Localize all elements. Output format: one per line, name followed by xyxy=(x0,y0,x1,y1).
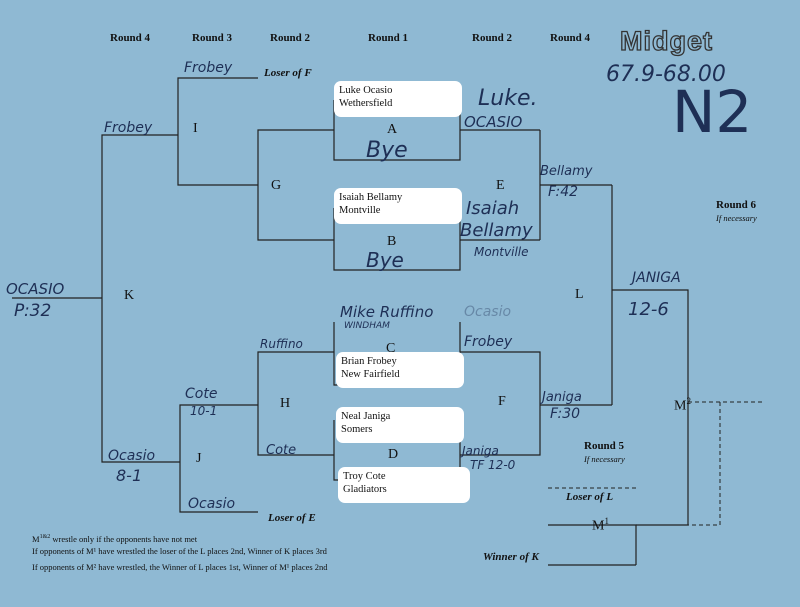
wrestler-box-frobey: Brian Frobey New Fairfield xyxy=(336,352,464,388)
hand-c-team: WINDHAM xyxy=(344,321,390,331)
hand-h-bottom: Cote xyxy=(266,443,297,458)
round5-note: If necessary xyxy=(584,454,625,464)
match-letter-e: E xyxy=(496,178,505,193)
header-round1: Round 1 xyxy=(368,32,409,44)
hand-h-result: 10-1 xyxy=(190,404,218,418)
wrestler-box-ocasio: Luke Ocasio Wethersfield xyxy=(334,81,462,117)
wrestler-team: New Fairfield xyxy=(341,369,400,380)
hand-b-winner-team: Montville xyxy=(474,245,529,259)
page-title: Midget xyxy=(619,25,713,56)
footnote-1: M1&2 wrestle only if the opponents have … xyxy=(32,534,198,544)
header-round2-left: Round 2 xyxy=(270,32,311,44)
header-round3: Round 3 xyxy=(192,32,233,44)
match-letter-d: D xyxy=(388,447,399,462)
hand-l-winner: JANIGA xyxy=(632,270,681,286)
match-letter-i: I xyxy=(193,121,198,136)
wrestler-name: Neal Janiga xyxy=(341,411,391,422)
hand-l-result: 12-6 xyxy=(628,299,669,320)
hand-e-result: F:42 xyxy=(548,184,579,200)
match-letter-g: G xyxy=(271,178,282,193)
weight-class: 67.9-68.00 xyxy=(606,62,726,87)
hand-d-result: TF 12-0 xyxy=(470,458,516,472)
hand-k-result: P:32 xyxy=(14,301,52,321)
match-letter-b: B xyxy=(387,234,397,249)
bracket-code: N2 xyxy=(672,78,753,146)
header-round6: Round 6 xyxy=(716,199,757,211)
match-letter-j: J xyxy=(196,451,202,466)
hand-f-janiga-result: F:30 xyxy=(550,406,581,422)
header-round2-right: Round 2 xyxy=(472,32,513,44)
match-letter-f: F xyxy=(498,394,506,409)
hand-f-janiga: Janiga xyxy=(542,390,582,405)
hand-f-winner: Frobey xyxy=(464,334,513,350)
hand-c-faint: Ocasio xyxy=(464,304,512,320)
hand-j-winner: Ocasio xyxy=(108,448,156,464)
match-letter-a: A xyxy=(387,122,398,137)
label-loser-of-l: Loser of L xyxy=(566,491,614,503)
wrestler-name: Luke Ocasio xyxy=(339,85,393,96)
hand-c-top: Mike Ruffino xyxy=(340,303,434,321)
match-letter-c: C xyxy=(386,341,396,356)
hand-k-winner: OCASIO xyxy=(6,280,65,298)
label-loser-of-f: Loser of F xyxy=(264,67,312,79)
label-winner-of-k: Winner of K xyxy=(483,551,539,563)
hand-h-top: Ruffino xyxy=(260,337,303,351)
hand-a-winner-first: Luke. xyxy=(478,86,538,111)
header-round4-right: Round 4 xyxy=(550,32,591,44)
hand-j-result: 8-1 xyxy=(116,466,143,485)
header-round5: Round 5 xyxy=(584,440,625,452)
wrestler-team: Wethersfield xyxy=(339,98,393,109)
hand-b-winner-first: Isaiah xyxy=(466,198,520,219)
match-letter-k: K xyxy=(124,288,135,303)
footnote-2: If opponents of M¹ have wrestled the los… xyxy=(32,546,327,556)
hand-i-top: Frobey xyxy=(184,60,233,76)
round6-note: If necessary xyxy=(716,213,757,223)
wrestler-name: Brian Frobey xyxy=(341,356,397,367)
hand-a-winner-last: OCASIO xyxy=(464,113,523,131)
wrestler-name: Isaiah Bellamy xyxy=(339,192,403,203)
hand-i-winner: Frobey xyxy=(104,120,153,136)
wrestler-team: Gladiators xyxy=(343,484,387,495)
wrestler-box-bellamy: Isaiah Bellamy Montville xyxy=(334,188,462,224)
hand-a-bye: Bye xyxy=(366,138,408,163)
hand-b-bye: Bye xyxy=(366,248,404,272)
wrestler-box-janiga: Neal Janiga Somers xyxy=(336,407,464,443)
hand-d-winner: Janiga xyxy=(462,444,499,458)
hand-b-winner-last: Bellamy xyxy=(460,220,533,241)
hand-j-bottom: Ocasio xyxy=(188,496,236,512)
label-loser-of-e: Loser of E xyxy=(268,512,316,524)
wrestler-box-cote: Troy Cote Gladiators xyxy=(338,467,470,503)
header-round4-left: Round 4 xyxy=(110,32,151,44)
wrestler-team: Somers xyxy=(341,424,373,435)
footnote-3: If opponents of M² have wrestled, the Wi… xyxy=(32,562,328,572)
match-letter-m2: M2 xyxy=(674,396,691,414)
match-letter-h: H xyxy=(280,396,291,411)
match-letter-l: L xyxy=(575,287,584,302)
wrestler-team: Montville xyxy=(339,205,381,216)
hand-h-winner: Cote xyxy=(185,386,218,402)
wrestler-name: Troy Cote xyxy=(343,471,386,482)
match-letter-m1: M1 xyxy=(592,516,609,534)
hand-e-winner: Bellamy xyxy=(540,164,593,179)
